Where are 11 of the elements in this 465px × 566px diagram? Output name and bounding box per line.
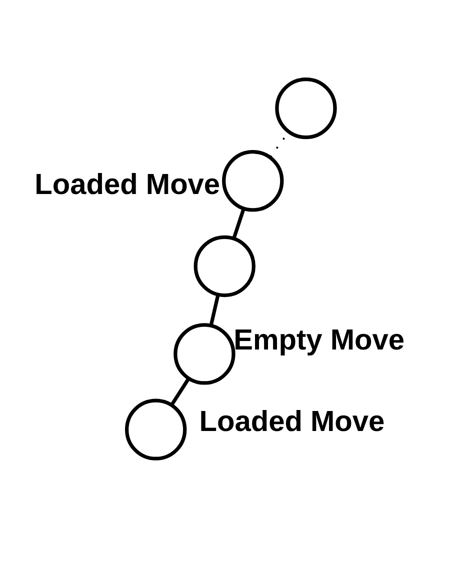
node-circle <box>124 398 187 460</box>
node-circle <box>194 235 256 298</box>
edge-label: Loaded Move <box>34 169 220 202</box>
connector <box>209 294 220 326</box>
connector <box>232 208 246 239</box>
edge-label: Loaded Move <box>199 406 385 438</box>
node-circle <box>174 323 236 385</box>
node-circle <box>222 150 284 212</box>
connector <box>170 378 190 406</box>
node-circle <box>275 77 337 140</box>
edge-label: Empty Move <box>234 324 405 357</box>
